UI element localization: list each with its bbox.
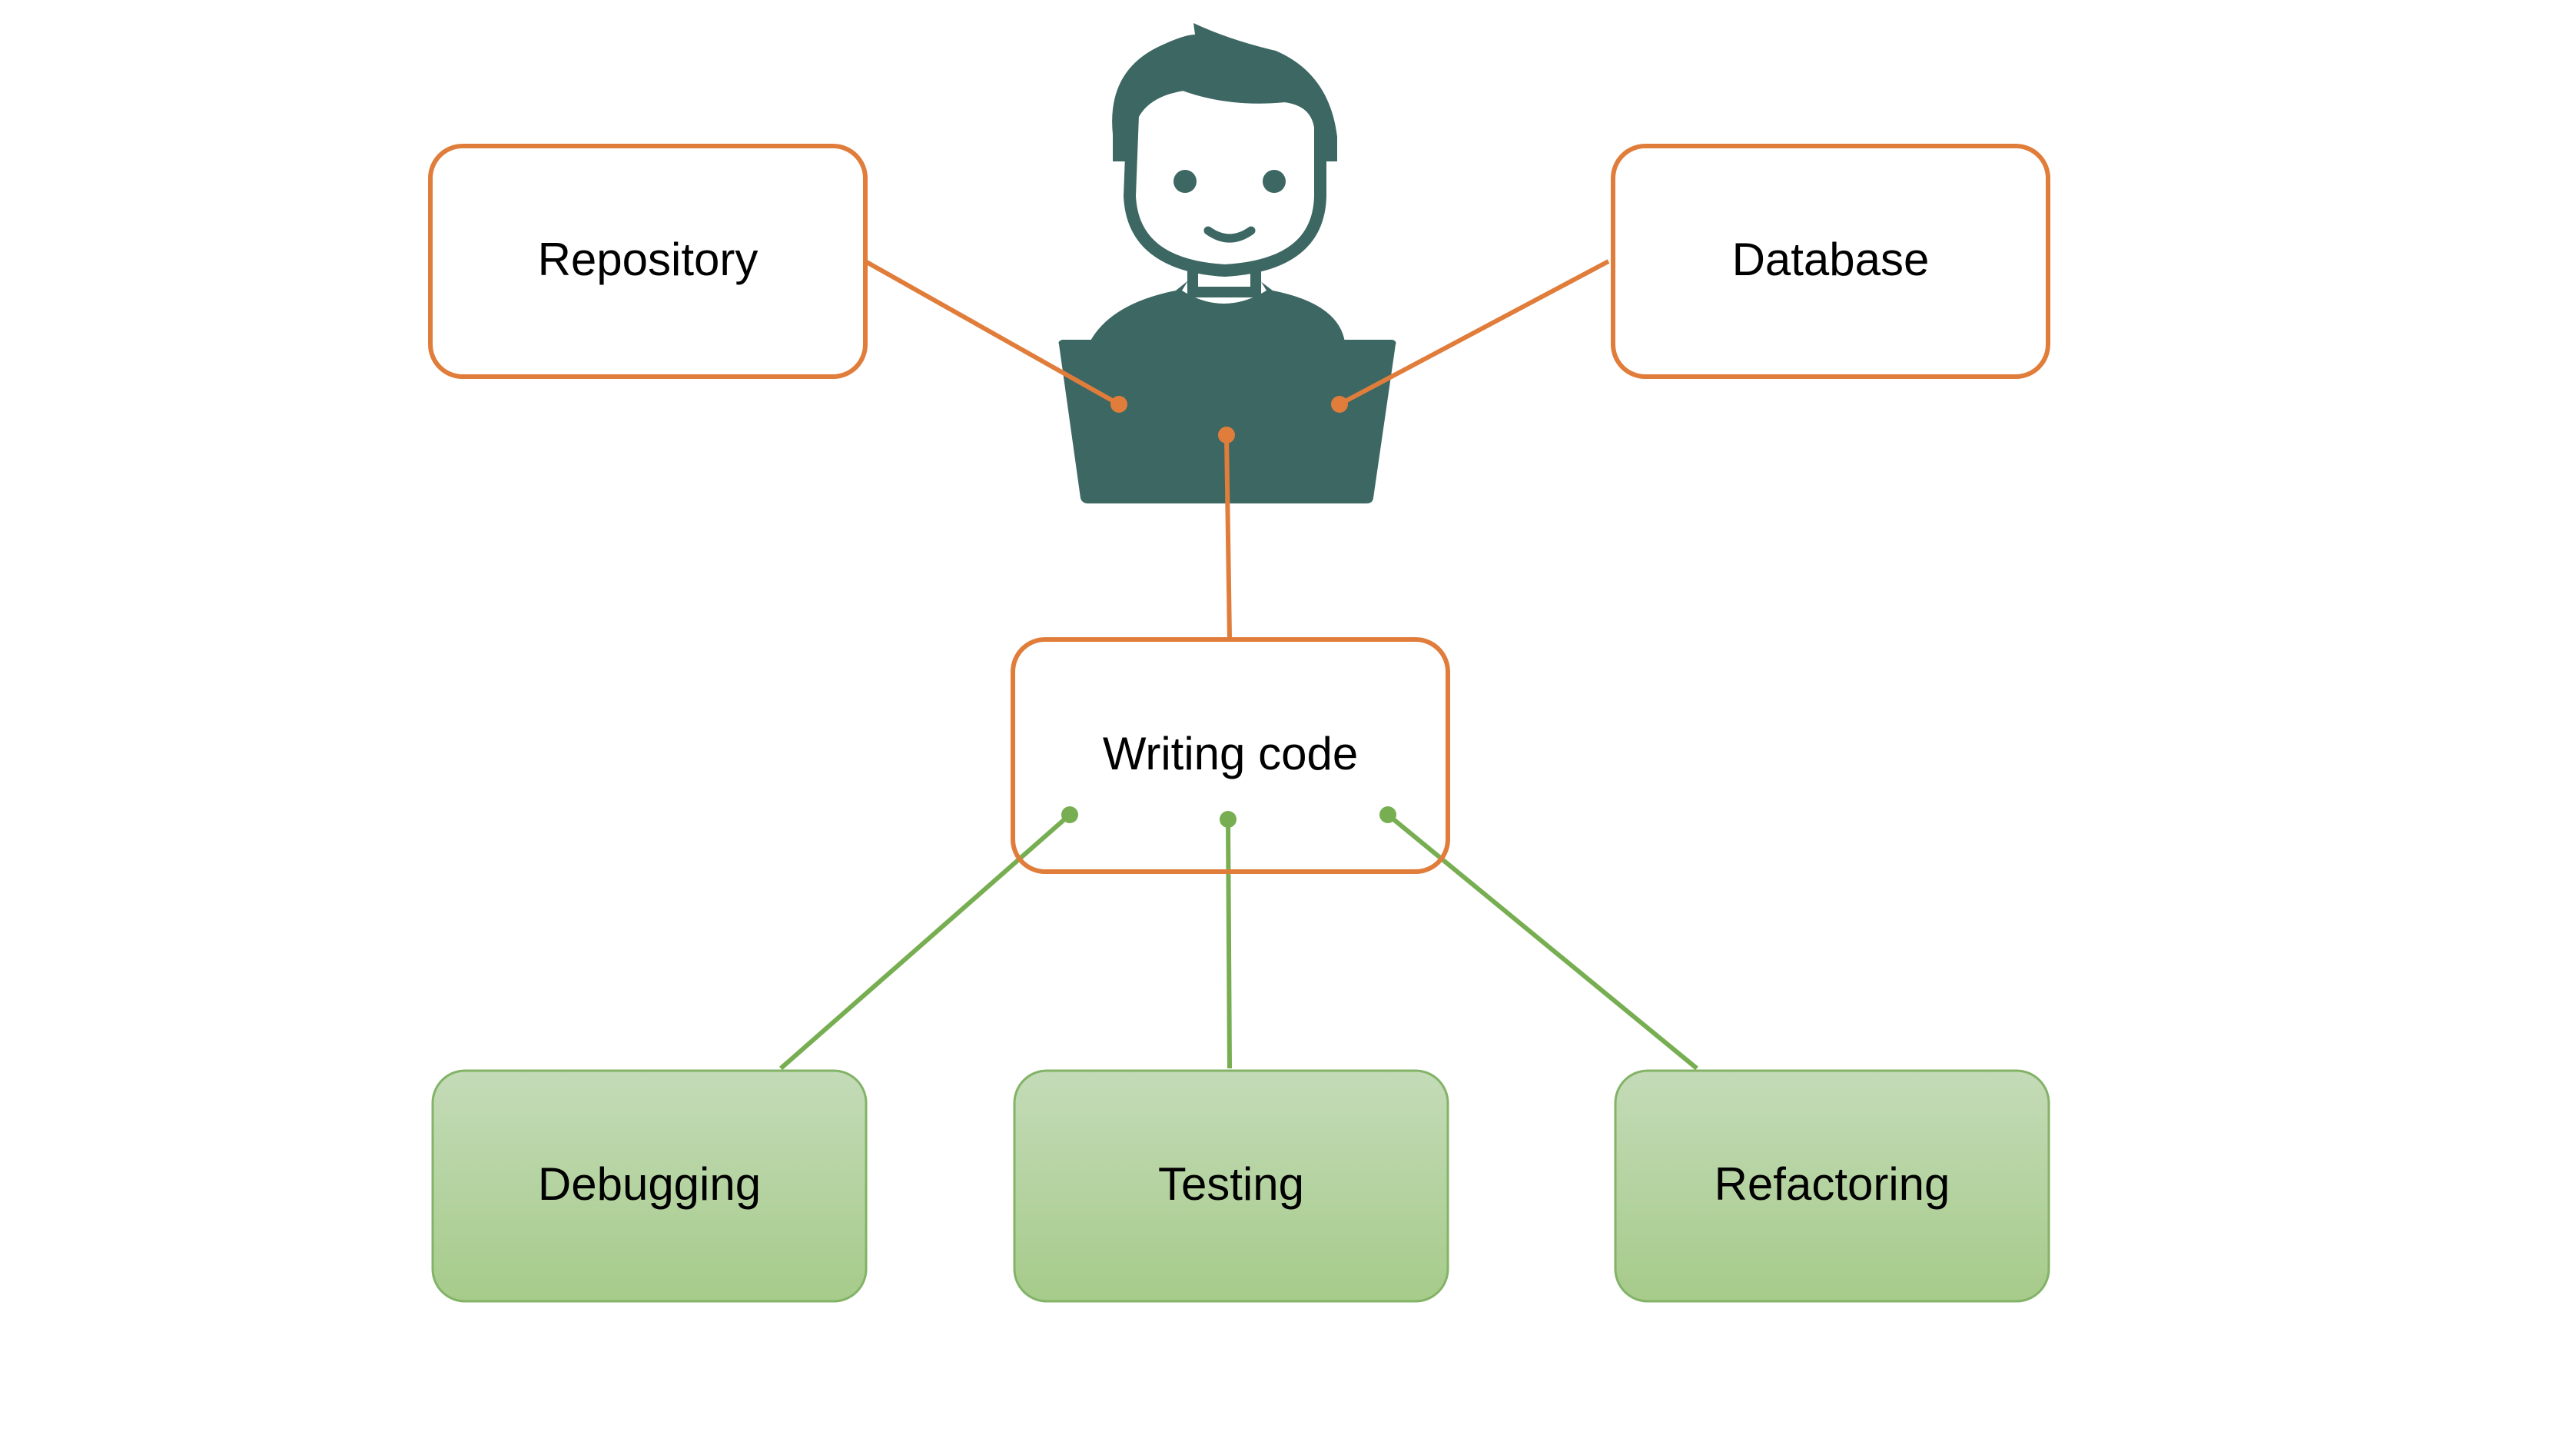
refactoring-node: Refactoring bbox=[1614, 1069, 2050, 1303]
refactoring-label: Refactoring bbox=[1715, 1158, 1950, 1210]
top-connectors bbox=[864, 259, 1610, 639]
debugging-label: Debugging bbox=[538, 1158, 761, 1210]
repository-label: Repository bbox=[538, 234, 759, 285]
testing-label: Testing bbox=[1158, 1158, 1304, 1210]
connector-debugging-dot bbox=[1061, 806, 1078, 823]
developer-face bbox=[1123, 78, 1326, 277]
testing-node: Testing bbox=[1013, 1069, 1449, 1303]
database-node: Database bbox=[1611, 144, 2050, 379]
database-box bbox=[1611, 144, 2050, 379]
bottom-connectors bbox=[779, 806, 1698, 1071]
debugging-node: Debugging bbox=[431, 1069, 868, 1303]
laptop-icon bbox=[1058, 340, 1396, 503]
repository-node: Repository bbox=[428, 144, 868, 379]
connector-database bbox=[1338, 259, 1610, 407]
developer-right-eye bbox=[1263, 170, 1286, 193]
writing-code-box bbox=[1011, 637, 1450, 874]
database-label: Database bbox=[1732, 234, 1930, 285]
writing-code-label: Writing code bbox=[1103, 728, 1358, 779]
connector-repository-dot bbox=[1110, 396, 1127, 413]
debugging-box bbox=[431, 1069, 868, 1303]
connector-writing-code-dot bbox=[1218, 427, 1235, 443]
connector-debugging bbox=[779, 812, 1071, 1071]
repository-box bbox=[428, 144, 868, 379]
developer-shoulders bbox=[1090, 278, 1345, 342]
writing-code-node: Writing code bbox=[1011, 637, 1450, 874]
testing-box bbox=[1013, 1069, 1449, 1303]
connector-refactoring-dot bbox=[1379, 806, 1396, 823]
connector-repository bbox=[864, 259, 1120, 407]
connector-testing bbox=[1226, 819, 1232, 1069]
connector-database-dot bbox=[1331, 396, 1348, 413]
developer-at-laptop-icon bbox=[1058, 23, 1396, 503]
connector-testing-dot bbox=[1220, 811, 1237, 828]
connector-writing-code bbox=[1224, 434, 1232, 639]
connector-refactoring bbox=[1386, 812, 1698, 1071]
developer-smile bbox=[1203, 226, 1256, 243]
developer-left-eye bbox=[1173, 170, 1197, 193]
refactoring-box bbox=[1614, 1069, 2050, 1303]
